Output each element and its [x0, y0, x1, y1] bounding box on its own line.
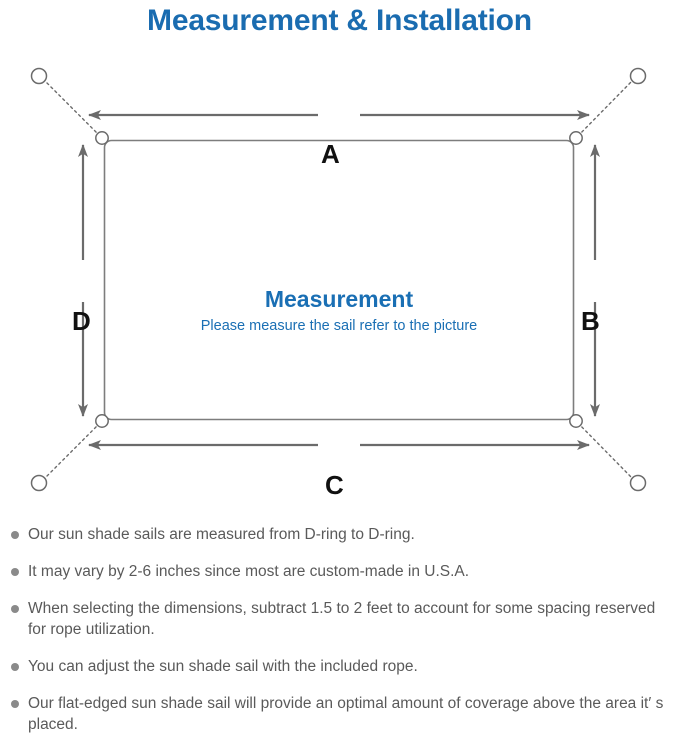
d-ring-bottom-right — [569, 414, 583, 428]
note-text: It may vary by 2-6 inches since most are… — [28, 563, 470, 580]
dimension-label-b: B — [581, 306, 600, 336]
bullet-icon — [11, 663, 19, 671]
list-item: When selecting the dimensions, subtract … — [0, 598, 679, 640]
bullet-icon — [11, 700, 19, 708]
dimension-label-c: C — [325, 470, 344, 500]
note-text: You can adjust the sun shade sail with t… — [28, 658, 418, 675]
note-text: Our flat-edged sun shade sail will provi… — [28, 695, 664, 733]
dimension-label-a: A — [321, 139, 340, 169]
sail-rectangle — [103, 139, 575, 421]
bullet-icon — [11, 531, 19, 539]
d-ring-bottom-left — [95, 414, 109, 428]
rope-line-top-left — [43, 79, 105, 141]
page-title: Measurement & Installation — [147, 4, 532, 37]
d-ring-top-right — [569, 131, 583, 145]
note-text: Our sun shade sails are measured from D-… — [28, 526, 415, 543]
anchor-point-top-right — [629, 67, 647, 85]
bullet-icon — [11, 605, 19, 613]
list-item: Our sun shade sails are measured from D-… — [0, 524, 679, 545]
rope-line-top-right — [573, 79, 634, 141]
rope-line-bottom-left — [43, 418, 105, 480]
anchor-point-bottom-left — [30, 474, 48, 492]
list-item: You can adjust the sun shade sail with t… — [0, 656, 679, 677]
bullet-icon — [11, 568, 19, 576]
notes-list: Our sun shade sails are measured from D-… — [0, 524, 679, 751]
list-item: It may vary by 2-6 inches since most are… — [0, 561, 679, 582]
anchor-point-bottom-right — [629, 474, 647, 492]
note-text: When selecting the dimensions, subtract … — [28, 600, 656, 638]
d-ring-top-left — [95, 131, 109, 145]
rope-line-bottom-right — [573, 418, 634, 480]
list-item: Our flat-edged sun shade sail will provi… — [0, 693, 679, 735]
sun-shade-sail-measurement-diagram: Measurement Please measure the sail refe… — [0, 44, 679, 514]
dimension-label-d: D — [72, 306, 91, 336]
anchor-point-top-left — [30, 67, 48, 85]
